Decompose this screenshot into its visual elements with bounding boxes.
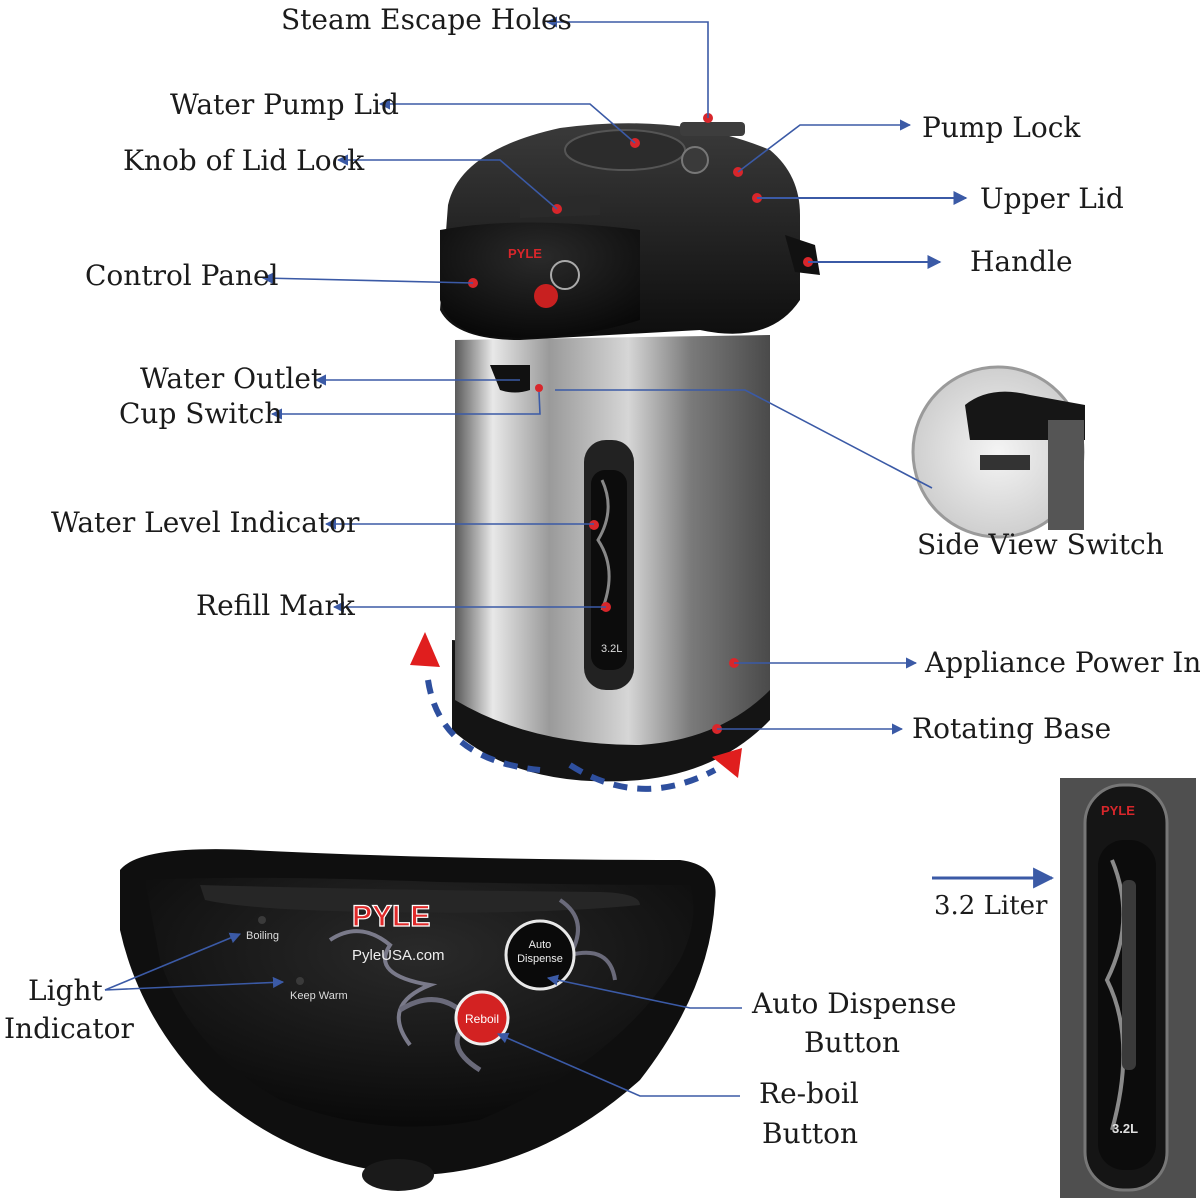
panel-website: PyleUSA.com — [352, 947, 445, 964]
pump-lock-knob — [681, 146, 709, 174]
control-panel-front — [440, 222, 640, 338]
side-view-inset — [911, 365, 1085, 539]
refill-mark-label: Refill Mark — [196, 589, 355, 622]
control-panel-label: Control Panel — [85, 259, 279, 292]
auto-button-line1: Auto — [529, 939, 552, 951]
auto-dispense-label-line2: Button — [804, 1026, 901, 1059]
pot-brand: PYLE — [508, 246, 542, 261]
water-level-indicator-label: Water Level Indicator — [51, 506, 360, 539]
steam-escape-holes-label: Steam Escape Holes — [281, 3, 572, 36]
auto-dispense-label-line1: Auto Dispense — [752, 987, 957, 1020]
appliance-power-inlet-label: Appliance Power Inlet — [925, 646, 1200, 679]
rotating-base-label: Rotating Base — [912, 712, 1112, 745]
cup-switch-label: Cup Switch — [119, 397, 283, 430]
capacity-window-closeup: PYLE 3.2L — [1060, 778, 1196, 1198]
light-indicator-label-line1: Light — [28, 974, 103, 1007]
auto-button-line2: Dispense — [517, 953, 563, 965]
closeup-brand: PYLE — [1101, 803, 1135, 818]
upper-lid-label: Upper Lid — [980, 182, 1124, 215]
side-view-switch-label: Side View Switch — [917, 528, 1164, 561]
panel-brand-logo: PYLE — [352, 900, 430, 933]
water-pump-lid-label: Water Pump Lid — [170, 88, 399, 121]
knob-of-lid-lock-label: Knob of Lid Lock — [123, 144, 365, 177]
control-panel-closeup — [120, 849, 716, 1191]
liter-label: 3.2 Liter — [934, 891, 1048, 921]
leader-lines — [104, 16, 1055, 1097]
keep-warm-label: Keep Warm — [290, 990, 348, 1002]
pump-lock-label: Pump Lock — [922, 111, 1081, 144]
water-outlet-shape — [490, 365, 530, 393]
water-outlet-label: Water Outlet — [140, 362, 323, 395]
reboil-button-label: Reboil — [465, 1012, 499, 1026]
pump-lid-shape — [564, 129, 686, 171]
rotation-arrows — [410, 632, 742, 792]
handle-label: Handle — [970, 245, 1073, 278]
reboil-label-line1: Re-boil — [759, 1077, 859, 1110]
boiling-label: Boiling — [246, 930, 279, 942]
reboil-label-line2: Button — [762, 1117, 859, 1150]
window-capacity: 3.2L — [601, 643, 622, 655]
closeup-capacity: 3.2L — [1112, 1121, 1138, 1136]
hot-water-pot: 3.2L PYLE — [440, 122, 820, 782]
light-indicator-label-line2: Indicator — [4, 1012, 134, 1045]
